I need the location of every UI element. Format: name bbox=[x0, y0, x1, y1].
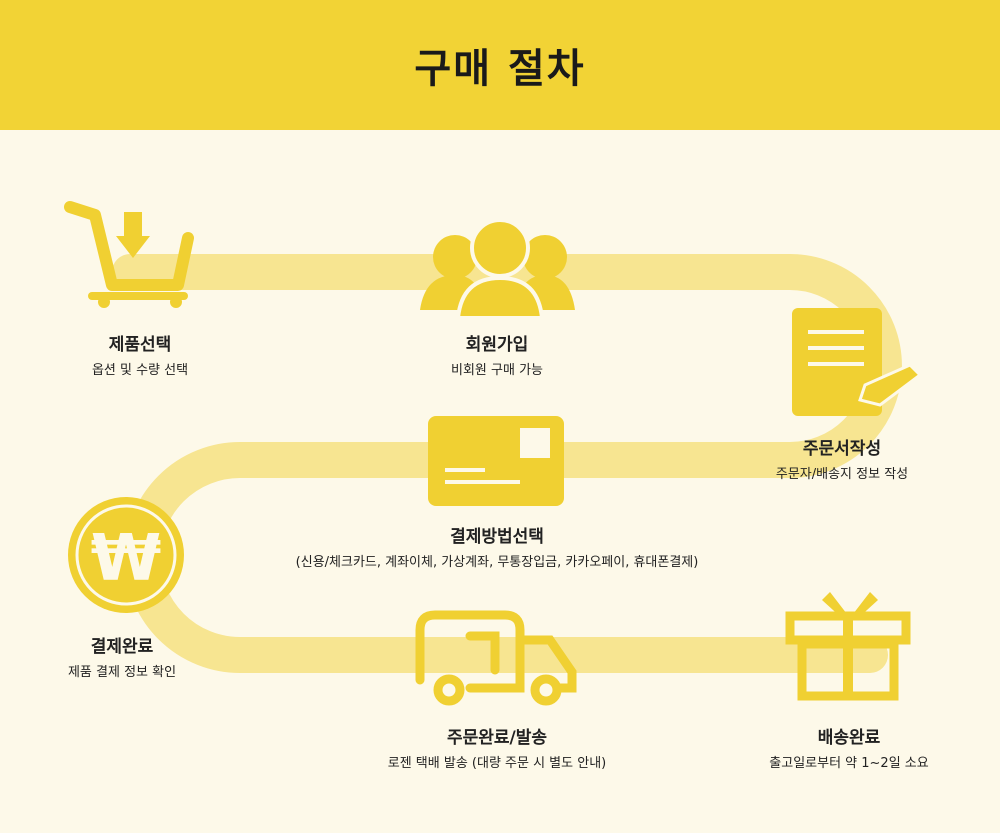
users-icon bbox=[420, 218, 575, 320]
cart-icon bbox=[64, 201, 194, 308]
gift-icon bbox=[785, 592, 911, 701]
step-title: 회원가입 bbox=[465, 335, 529, 355]
step-payment-method: 결제방법선택 (신용/체크카드, 계좌이체, 가상계좌, 무통장입금, 카카오페… bbox=[296, 522, 699, 570]
document-pen-icon bbox=[792, 308, 923, 416]
svg-text:₩: ₩ bbox=[91, 522, 162, 596]
won-coin-icon: ₩ bbox=[68, 497, 184, 613]
card-icon bbox=[428, 416, 564, 506]
step-signup: 회원가입 비회원 구매 가능 bbox=[451, 330, 543, 378]
step-title: 주문완료/발송 bbox=[446, 728, 548, 748]
step-title: 결제완료 bbox=[90, 637, 154, 657]
page-title: 구매 절차 bbox=[414, 46, 586, 92]
step-desc: 옵션 및 수량 선택 bbox=[91, 363, 189, 378]
step-desc: 제품 결제 정보 확인 bbox=[67, 665, 177, 680]
truck-icon bbox=[415, 610, 577, 706]
step-desc: 주문자/배송지 정보 작성 bbox=[775, 467, 909, 482]
header-banner: 구매 절차 bbox=[0, 0, 1000, 130]
step-order-shipped: 주문완료/발송 로젠 택배 발송 (대량 주문 시 별도 안내) bbox=[388, 723, 606, 771]
step-desc: 로젠 택배 발송 (대량 주문 시 별도 안내) bbox=[387, 756, 607, 771]
step-title: 주문서작성 bbox=[802, 439, 882, 459]
step-title: 제품선택 bbox=[108, 335, 172, 355]
step-product-select: 제품선택 옵션 및 수량 선택 bbox=[92, 330, 188, 378]
step-order-form: 주문서작성 주문자/배송지 정보 작성 bbox=[776, 434, 908, 482]
step-payment-complete: 결제완료 제품 결제 정보 확인 bbox=[68, 632, 176, 680]
step-desc: 출고일로부터 약 1~2일 소요 bbox=[769, 756, 929, 771]
step-title: 결제방법선택 bbox=[450, 527, 544, 547]
step-delivered: 배송완료 출고일로부터 약 1~2일 소요 bbox=[769, 723, 928, 771]
step-desc: (신용/체크카드, 계좌이체, 가상계좌, 무통장입금, 카카오페이, 휴대폰결… bbox=[295, 555, 699, 570]
step-desc: 비회원 구매 가능 bbox=[451, 363, 543, 378]
step-title: 배송완료 bbox=[817, 728, 881, 748]
